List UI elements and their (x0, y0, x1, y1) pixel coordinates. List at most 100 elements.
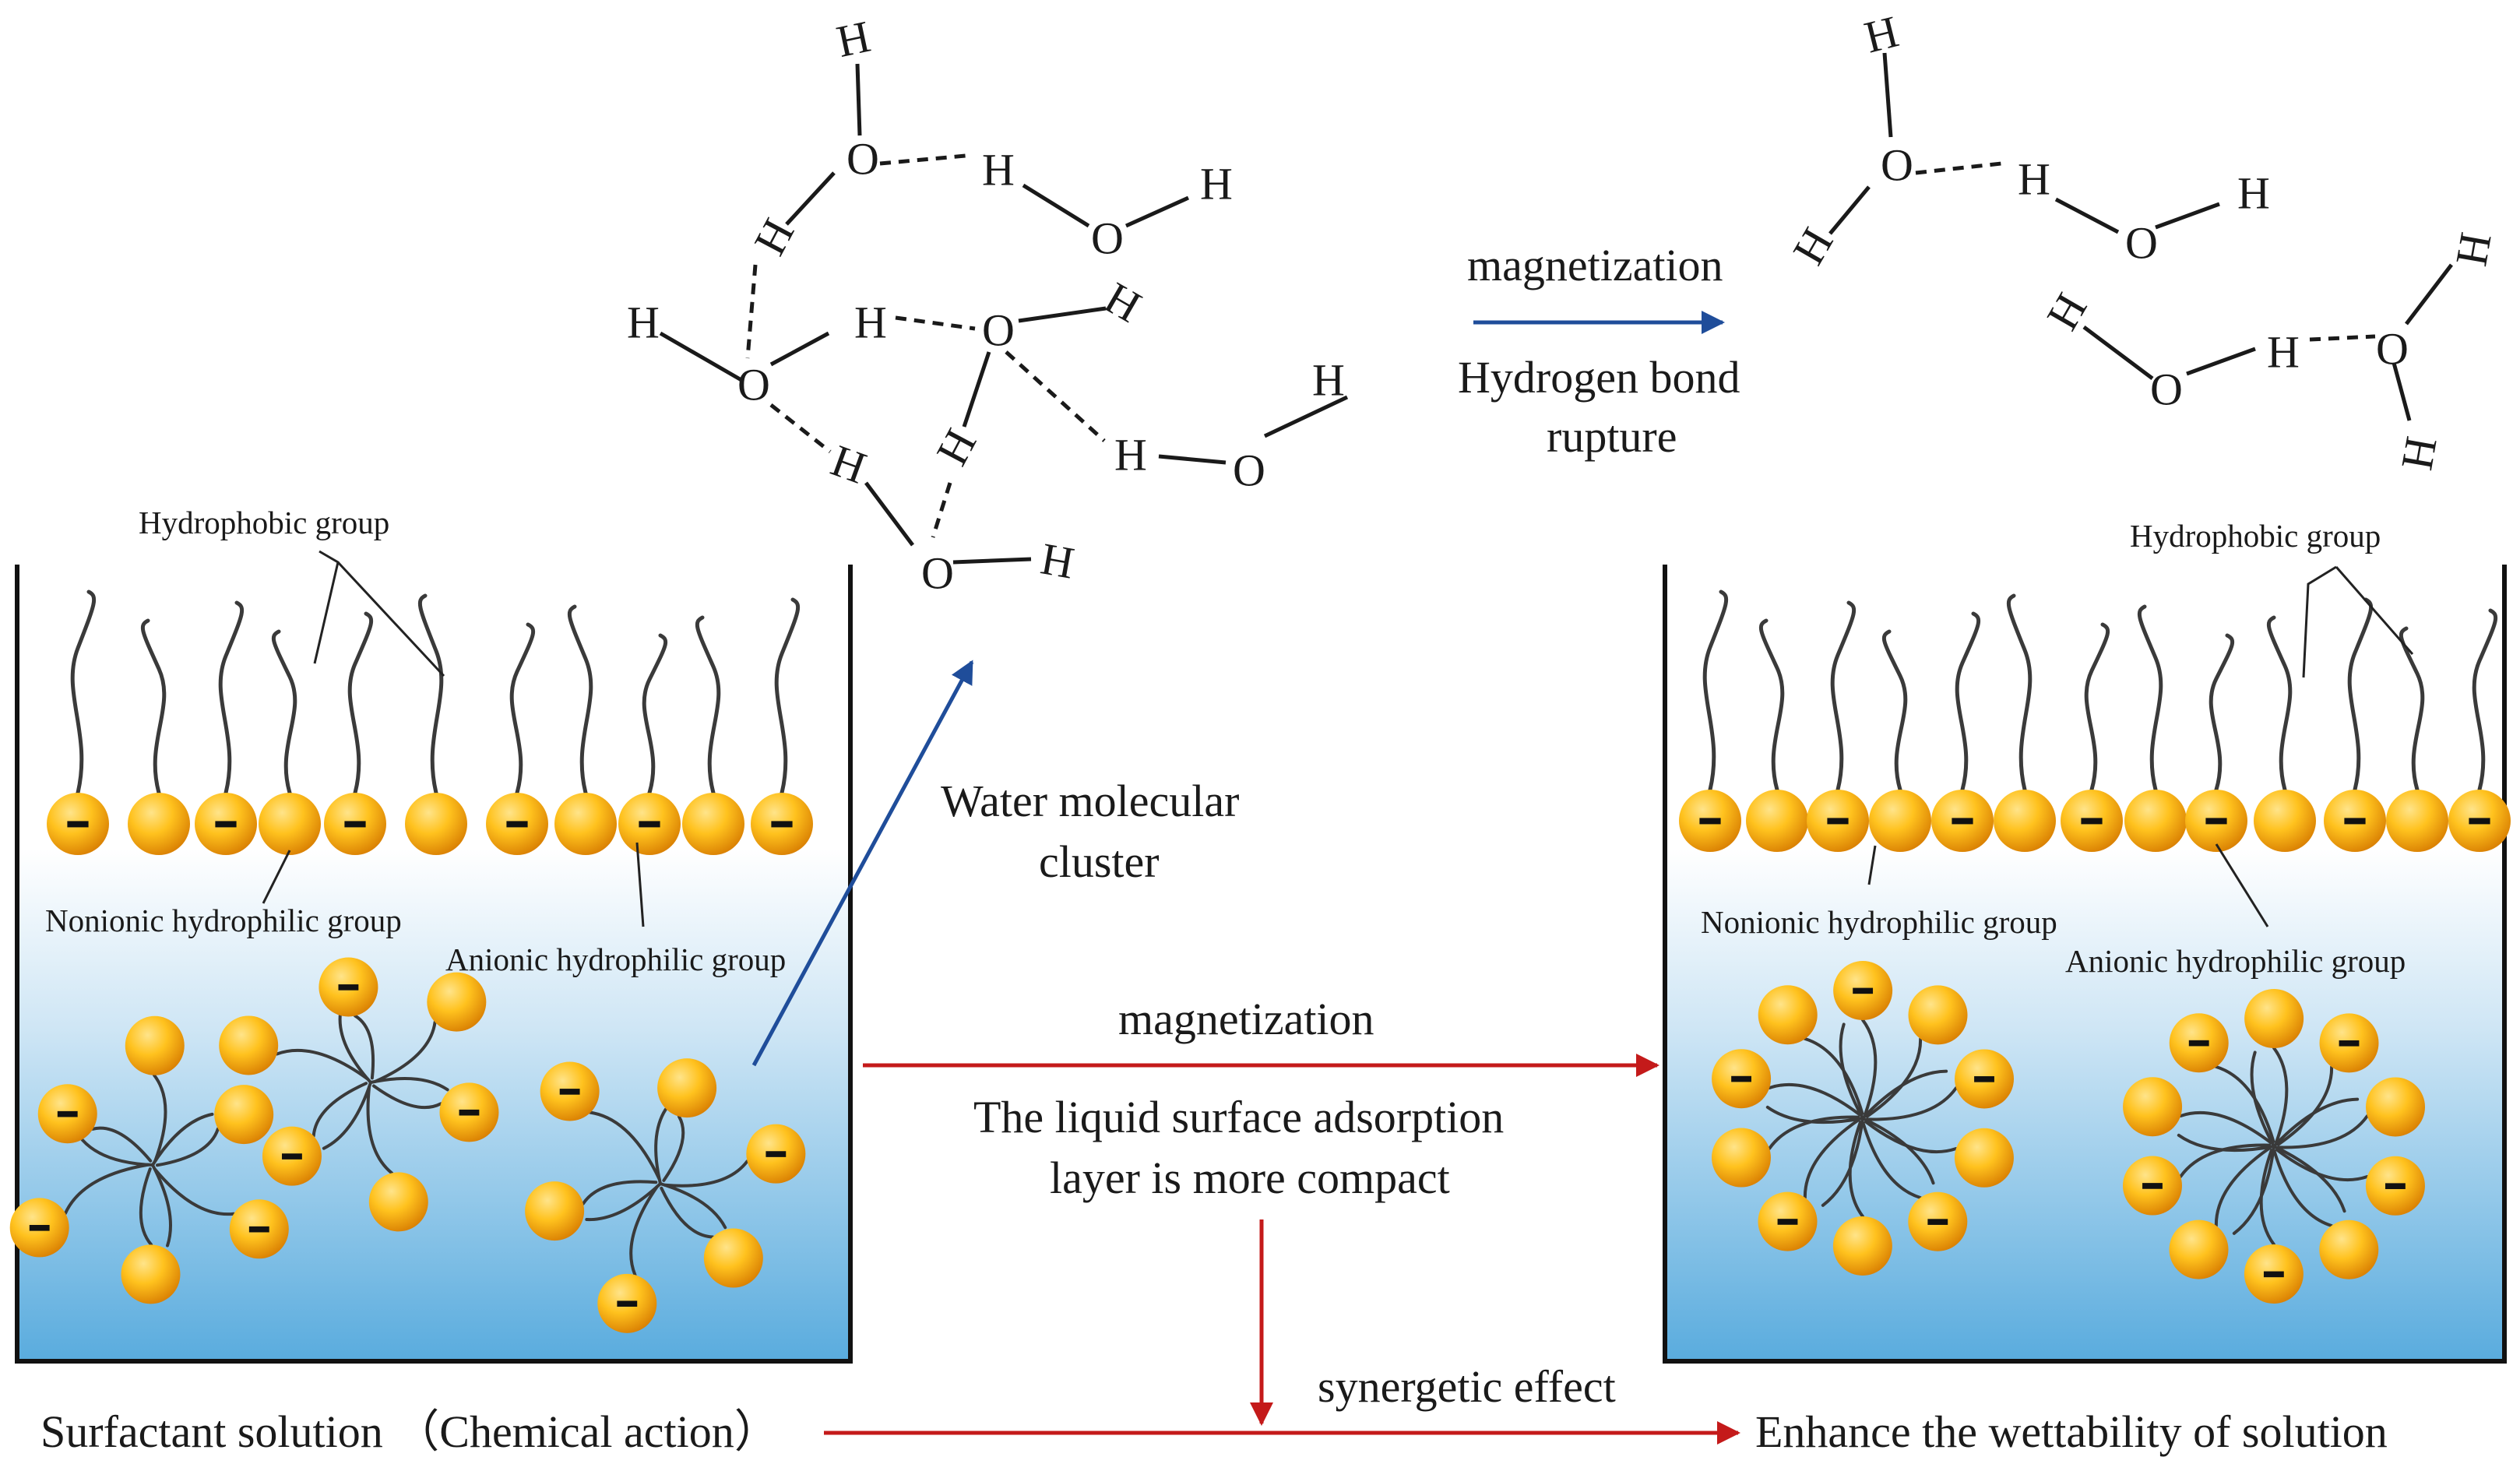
micelle-tail (151, 1163, 172, 1248)
oxygen-atom: O (2376, 324, 2409, 375)
micelle-tail (660, 1186, 715, 1239)
micelle-tail (153, 1167, 236, 1216)
right-nonionic-leader (1867, 845, 1877, 885)
micelle-tail (63, 1163, 150, 1216)
anionic-head (319, 957, 378, 1017)
hydrophobic-tail (218, 600, 245, 795)
anionic-head (1679, 790, 1741, 852)
hydrophobic-tail (1881, 629, 1908, 792)
micelle-tail (91, 1126, 153, 1163)
minus-sign-icon (215, 821, 237, 828)
micelle-tail (151, 1112, 214, 1167)
hydrophobic-tail (1758, 618, 1785, 792)
ruptured-hbond (2309, 334, 2376, 342)
micelle-tail (629, 1185, 659, 1277)
hydrophobic-tail (2006, 593, 2033, 792)
anionic-head (1908, 1191, 1968, 1251)
oxygen-atom: O (846, 134, 879, 185)
micelle-tail (1803, 1118, 1860, 1199)
middle-process: magnetization The liquid surface adsorpt… (863, 994, 1659, 1426)
cluster-hbond (931, 482, 952, 538)
micelle-tail (373, 1020, 437, 1083)
micelle (9, 1015, 289, 1304)
hydrogen-atom: H (2445, 229, 2501, 270)
left-container-walls (15, 565, 853, 1364)
top-process: magnetization Hydrogen bond rupture (1458, 240, 1740, 462)
hydrogen-atom: H (2018, 154, 2050, 205)
hydrogen-atom: H (982, 145, 1015, 195)
micelle-tail (2272, 1145, 2346, 1213)
compact-layer-line2: layer is more compact (1050, 1153, 1450, 1203)
minus-sign-icon (1927, 1219, 1948, 1225)
cluster-bond (864, 481, 914, 547)
minus-sign-icon (2385, 1183, 2406, 1189)
cluster-bond (769, 403, 832, 453)
minus-sign-icon (1974, 1076, 1994, 1082)
cluster-title-line2: cluster (1039, 836, 1160, 887)
nonionic-head (1994, 790, 2056, 852)
micelle (525, 1058, 806, 1333)
hydrophobic-tail (2472, 608, 2498, 792)
cluster-bond (1018, 306, 1107, 323)
micelle-tail (311, 1082, 368, 1138)
hydrogen-atom: H (1200, 159, 1233, 209)
cluster-bond (769, 331, 830, 367)
micelle-tail (1765, 1105, 1864, 1124)
oxygen-atom: O (1091, 213, 1124, 264)
nonionic-head (1869, 790, 1931, 852)
anionic-head (1712, 1049, 1772, 1109)
left-anionic-label: Anionic hydrophilic group (445, 941, 786, 977)
cluster-hbond (895, 315, 976, 331)
nonionic-head (128, 793, 190, 855)
ruptured-bond (2082, 326, 2154, 380)
nonionic-head (2244, 989, 2304, 1048)
hydrogen-atom: H (1860, 5, 1903, 62)
left-surface-heads (47, 793, 813, 855)
anionic-head (751, 793, 813, 855)
ruptured-bond (1882, 52, 1893, 138)
anionic-head (1758, 1191, 1818, 1251)
hydrogen-atom: H (744, 210, 804, 263)
anionic-head (195, 793, 257, 855)
hydrophobic-tail (271, 629, 297, 795)
anionic-head (2169, 1013, 2229, 1073)
micelle-tail (2276, 1114, 2369, 1149)
micelle-tail (371, 1084, 443, 1110)
hydrophobic-tail (567, 604, 593, 795)
minus-sign-icon (617, 1300, 638, 1307)
hydrophobic-tail (509, 622, 536, 795)
anionic-head (1931, 790, 1994, 852)
cluster-hbond (879, 153, 966, 166)
oxygen-atom: O (921, 548, 954, 599)
minus-sign-icon (766, 1151, 787, 1157)
nonionic-head (2123, 1077, 2183, 1137)
minus-sign-icon (2188, 1040, 2209, 1047)
micelle-tail (1768, 1115, 1860, 1150)
hydrophobic-tail (1955, 611, 1981, 792)
micelle-tail (1861, 1121, 1922, 1199)
left-hydrophobic-leader (313, 550, 445, 677)
anionic-head (2185, 790, 2247, 852)
nonionic-head (259, 793, 321, 855)
minus-sign-icon (338, 984, 359, 991)
minus-sign-icon (2263, 1271, 2284, 1278)
oxygen-atom: O (982, 305, 1015, 356)
hydrophobic-tail (1830, 600, 1857, 792)
nonionic-head (405, 793, 467, 855)
anionic-head (47, 793, 109, 855)
nonionic-head (554, 793, 617, 855)
minus-sign-icon (248, 1226, 269, 1233)
cluster-bond (1022, 183, 1090, 228)
micelle-tail (139, 1167, 153, 1247)
minus-sign-icon (1952, 818, 1973, 825)
anionic-head (1833, 961, 1893, 1020)
left-surface-tails (70, 589, 801, 795)
nonionic-head (1832, 1216, 1892, 1276)
hydrogen-atom: H (2237, 168, 2270, 219)
oxygen-atom: O (1233, 445, 1265, 496)
hydrogen-atom: H (2267, 327, 2300, 378)
nonionic-head (657, 1058, 717, 1118)
minus-sign-icon (2469, 818, 2490, 825)
